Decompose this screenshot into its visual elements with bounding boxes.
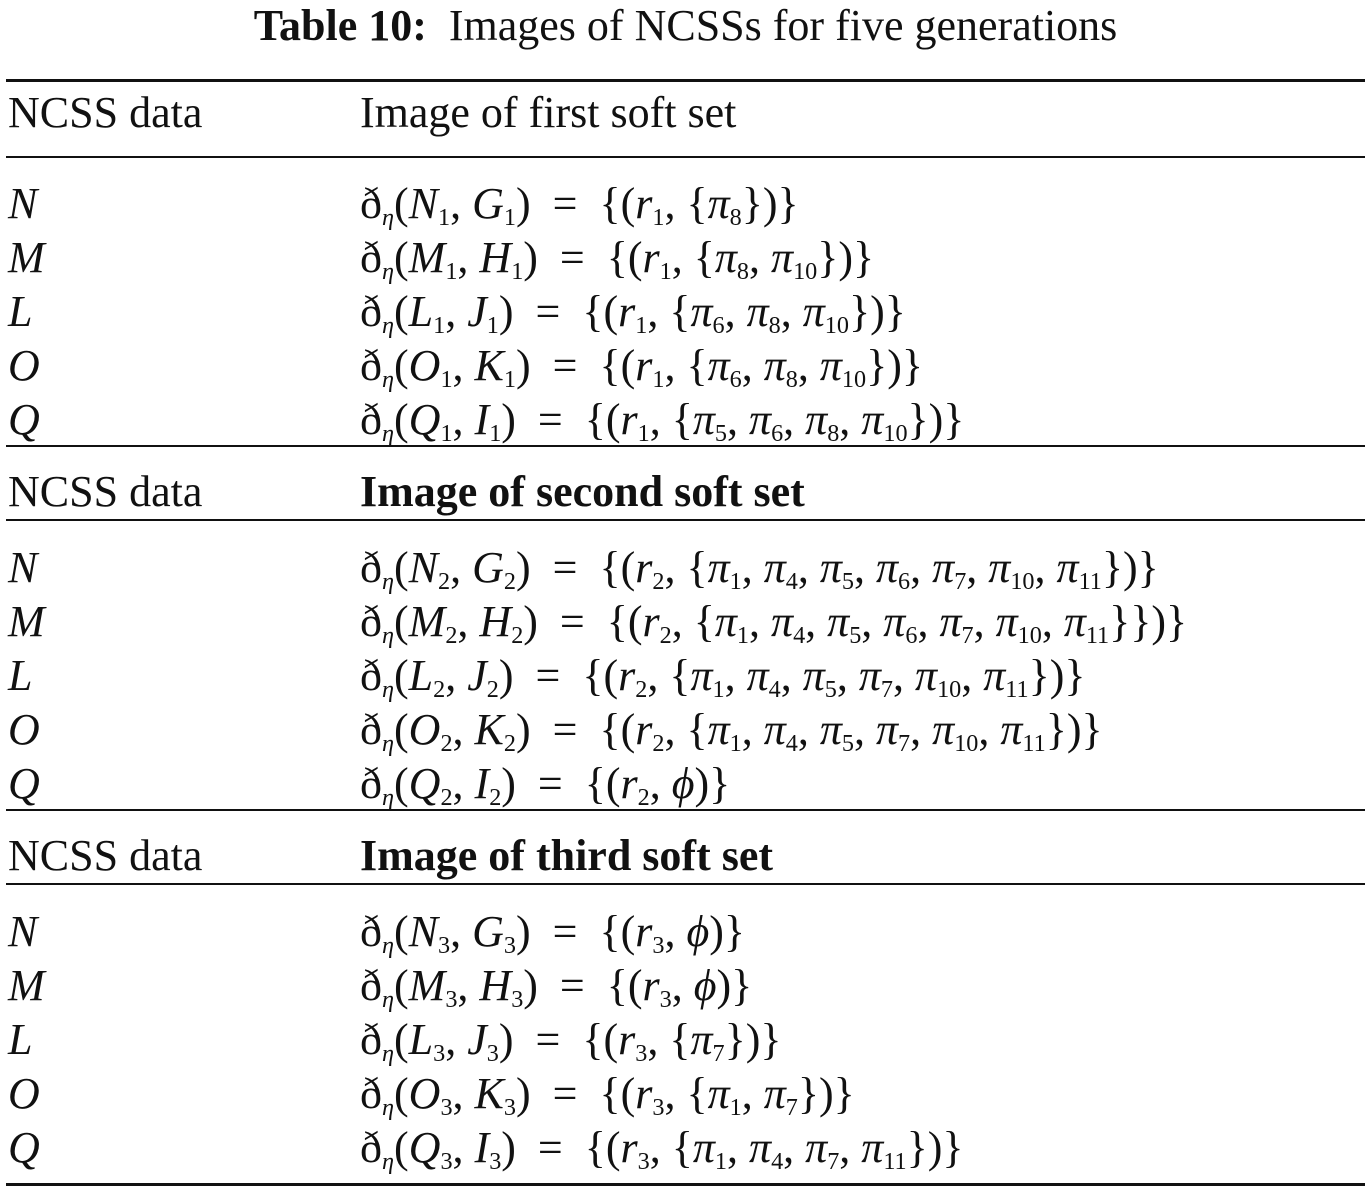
section-3-header-left: NCSS data [8, 831, 203, 880]
section-1-row-5-expr: ðη(Q1, I1) = {(r1, {π5, π6, π8, π10})} [360, 395, 965, 447]
section-1-row-4-expr: ðη(O1, K1) = {(r1, {π6, π8, π10})} [360, 341, 923, 393]
section-1-row-5-name: Q [8, 395, 40, 444]
section-1-row-2-name: M [8, 233, 45, 282]
section-3-row-3-expr: ðη(L3, J3) = {(r3, {π7})} [360, 1015, 782, 1067]
section-3-row-3-name: L [8, 1015, 33, 1064]
caption-text: Images of NCSSs for five generations [448, 1, 1118, 50]
section-2-row-2-name: M [8, 597, 45, 646]
section-2-row-1-expr: ðη(N2, G2) = {(r2, {π1, π4, π5, π6, π7, … [360, 543, 1159, 595]
section-3-row-5-name: Q [8, 1123, 40, 1172]
section-1-row-4-name: O [8, 341, 40, 390]
section-3-row-5-expr: ðη(Q3, I3) = {(r3, {π1, π4, π7, π11})} [360, 1123, 964, 1175]
section-3-row-2-name: M [8, 961, 45, 1010]
section-1-row-2-expr: ðη(M1, H1) = {(r1, {π8, π10})} [360, 233, 875, 285]
section-1-row-3-expr: ðη(L1, J1) = {(r1, {π6, π8, π10})} [360, 287, 906, 339]
section-2-header-left: NCSS data [8, 467, 203, 516]
section-3-row-2-expr: ðη(M3, H3) = {(r3, ϕ)} [360, 961, 753, 1013]
section-2-header-right: Image of second soft set [360, 467, 805, 516]
section-3-header-right: Image of third soft set [360, 831, 774, 880]
section-1-row-3-name: L [8, 287, 33, 336]
header-rule-1 [6, 156, 1365, 158]
section-1-header-left: NCSS data [8, 88, 203, 137]
section-3-row-4-name: O [8, 1069, 40, 1118]
section-2-row-4-name: O [8, 705, 40, 754]
section-3-row-1-expr: ðη(N3, G3) = {(r3, ϕ)} [360, 907, 746, 959]
top-rule [6, 79, 1365, 82]
header-rule-2 [6, 519, 1365, 521]
section-2-row-4-expr: ðη(O2, K2) = {(r2, {π1, π4, π5, π7, π10,… [360, 705, 1103, 757]
section-1-header-right: Image of first soft set [360, 88, 737, 137]
header-rule-3 [6, 883, 1365, 885]
section-1-row-1-name: N [8, 179, 38, 228]
section-1-row-1-expr: ðη(N1, G1) = {(r1, {π8})} [360, 179, 799, 231]
bottom-rule [6, 1183, 1365, 1186]
caption-label: Table 10: [253, 1, 427, 50]
section-2-row-3-expr: ðη(L2, J2) = {(r2, {π1, π4, π5, π7, π10,… [360, 651, 1086, 703]
section-rule-2 [6, 809, 1365, 811]
section-2-row-5-name: Q [8, 759, 40, 808]
section-2-row-2-expr: ðη(M2, H2) = {(r2, {π1, π4, π5, π6, π7, … [360, 597, 1188, 649]
section-rule-1 [6, 445, 1365, 447]
section-2-row-5-expr: ðη(Q2, I2) = {(r2, ϕ)} [360, 759, 731, 811]
section-3-row-4-expr: ðη(O3, K3) = {(r3, {π1, π7})} [360, 1069, 855, 1121]
section-2-row-1-name: N [8, 543, 38, 592]
table-caption: Table 10: Images of NCSSs for five gener… [0, 2, 1371, 50]
section-3-row-1-name: N [8, 907, 38, 956]
section-2-row-3-name: L [8, 651, 33, 700]
